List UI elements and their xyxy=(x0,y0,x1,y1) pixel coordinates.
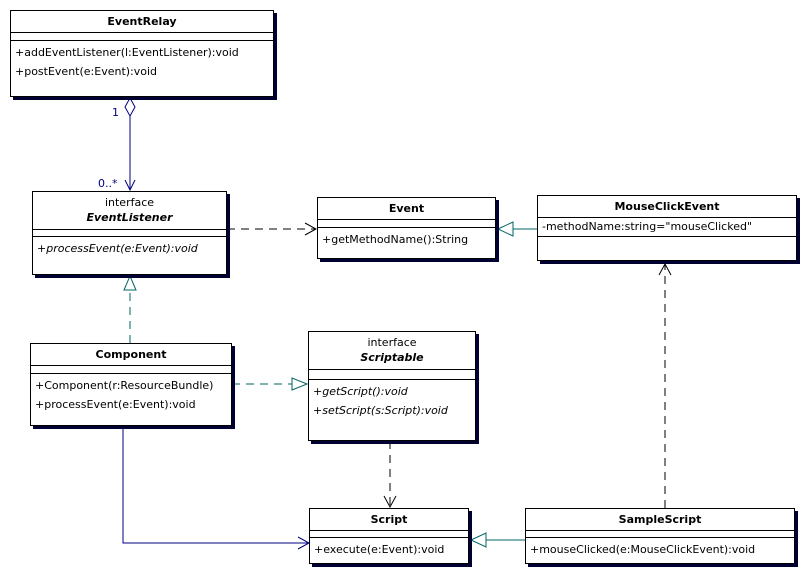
dependency-scriptable-script xyxy=(383,441,397,509)
operations-section: +addEventListener(l:EventListener):void … xyxy=(11,41,273,83)
dependency-samplescript-mouseclick xyxy=(658,262,672,508)
attributes-section xyxy=(11,33,273,41)
attributes-section xyxy=(33,230,226,237)
realization-component-scriptable xyxy=(232,377,309,391)
interface-scriptable[interactable]: interface Scriptable +getScript():void +… xyxy=(308,331,476,441)
class-script[interactable]: Script +execute(e:Event):void xyxy=(309,508,469,564)
realization-component-listener xyxy=(123,274,137,343)
operation: +execute(e:Event):void xyxy=(314,543,445,556)
class-name: EventRelay xyxy=(11,11,273,33)
attributes-section xyxy=(309,370,475,380)
operation: +getScript():void xyxy=(313,385,408,398)
operations-section: +mouseClicked(e:MouseClickEvent):void xyxy=(526,538,794,561)
multiplicity-relay: 1 xyxy=(112,106,119,119)
operations-section: +getScript():void +setScript(s:Script):v… xyxy=(309,380,475,422)
operation: +setScript(s:Script):void xyxy=(313,404,448,417)
association-component-script xyxy=(122,426,311,550)
operations-section xyxy=(538,237,796,257)
operation: +processEvent(e:Event):void xyxy=(35,398,196,411)
attributes-section xyxy=(526,531,794,538)
class-event-relay[interactable]: EventRelay +addEventListener(l:EventList… xyxy=(10,10,274,97)
operations-section: +execute(e:Event):void xyxy=(310,538,468,561)
stereotype: interface xyxy=(104,196,155,209)
class-name: MouseClickEvent xyxy=(538,196,796,218)
class-sample-script[interactable]: SampleScript +mouseClicked(e:MouseClickE… xyxy=(525,508,795,564)
class-event[interactable]: Event +getMethodName():String xyxy=(317,197,496,259)
operation: +Component(r:ResourceBundle) xyxy=(35,379,214,392)
attributes-section xyxy=(318,220,495,228)
class-name: EventListener xyxy=(86,211,173,224)
class-header: interface EventListener xyxy=(33,192,226,230)
attribute: -methodName:string="mouseClicked" xyxy=(542,220,753,233)
dependency-listener-event xyxy=(227,222,318,236)
class-component[interactable]: Component +Component(r:ResourceBundle) +… xyxy=(30,343,232,426)
operation: +mouseClicked(e:MouseClickEvent):void xyxy=(530,543,756,556)
operation: +postEvent(e:Event):void xyxy=(15,65,158,78)
class-name: Script xyxy=(310,509,468,531)
aggregation-relay-listener xyxy=(124,96,136,192)
attributes-section xyxy=(31,366,231,374)
class-header: interface Scriptable xyxy=(309,332,475,370)
operation: +getMethodName():String xyxy=(322,233,469,246)
stereotype: interface xyxy=(367,336,417,349)
operation: +addEventListener(l:EventListener):void xyxy=(15,46,239,59)
operations-section: +Component(r:ResourceBundle) +processEve… xyxy=(31,374,231,416)
class-name: Event xyxy=(318,198,495,220)
multiplicity-listener: 0..* xyxy=(98,177,118,190)
class-name: Component xyxy=(31,344,231,366)
class-mouse-click-event[interactable]: MouseClickEvent -methodName:string="mous… xyxy=(537,195,797,261)
attributes-section xyxy=(310,531,468,538)
interface-event-listener[interactable]: interface EventListener +processEvent(e:… xyxy=(32,191,227,275)
operations-section: +getMethodName():String xyxy=(318,228,495,251)
operation: +processEvent(e:Event):void xyxy=(37,242,198,255)
generalization-samplescript-script xyxy=(469,532,525,548)
class-name: Scriptable xyxy=(360,351,424,364)
attributes-section: -methodName:string="mouseClicked" xyxy=(538,218,796,237)
class-name: SampleScript xyxy=(526,509,794,531)
operations-section: +processEvent(e:Event):void xyxy=(33,237,226,260)
generalization-mouseclick-event xyxy=(496,221,537,237)
